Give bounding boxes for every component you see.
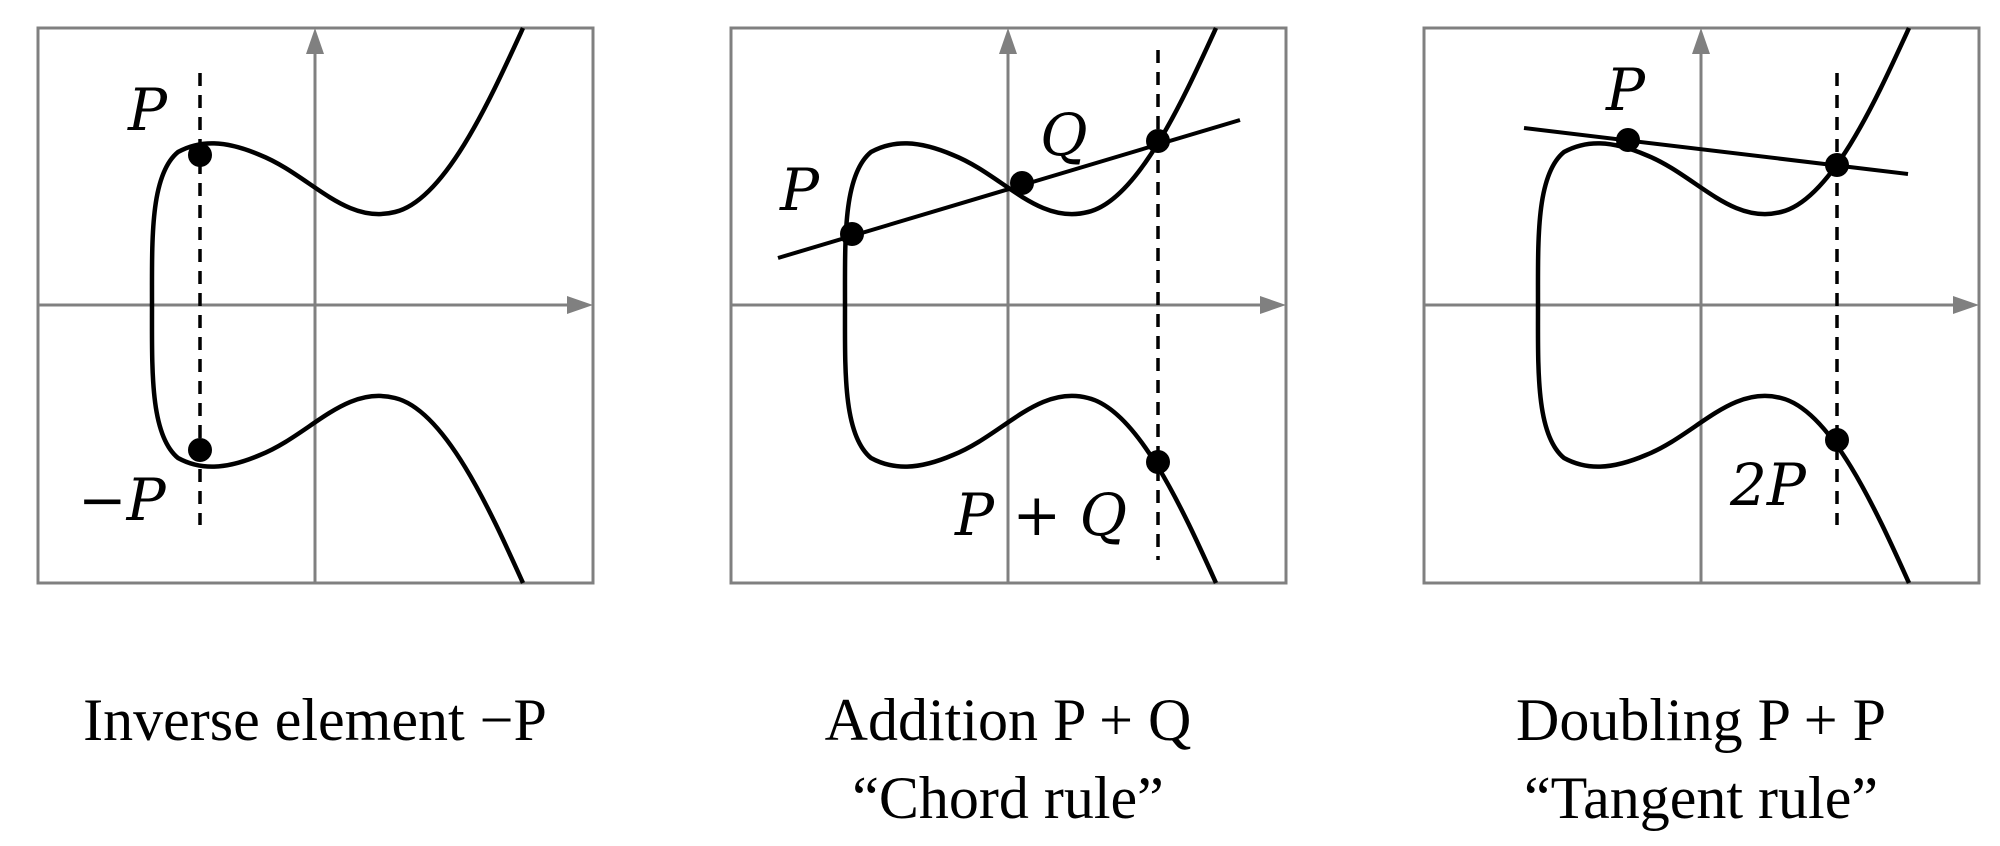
elliptic-curve — [149, 27, 526, 584]
point-neg-p — [188, 438, 212, 462]
label-p-plus-q: P + Q — [954, 481, 1127, 549]
panel-doubling: P 2P Doubling P + P “Tangent rule” — [1422, 26, 1981, 831]
caption-tangent-rule: “Tangent rule” — [1524, 765, 1878, 831]
label-p: P — [127, 76, 168, 144]
caption-addition: Addition P + Q — [825, 687, 1192, 753]
x-axis-arrow-icon — [567, 296, 593, 314]
label-p: P — [1605, 56, 1646, 124]
point-intersection — [1146, 129, 1170, 153]
label-p: P — [779, 156, 820, 224]
caption-chord-rule: “Chord rule” — [852, 765, 1164, 831]
label-neg-p: −P — [78, 466, 167, 534]
caption-doubling: Doubling P + P — [1516, 687, 1886, 753]
y-axis-arrow-icon — [1692, 28, 1710, 54]
point-intersection — [1825, 153, 1849, 177]
y-axis-arrow-icon — [306, 28, 324, 54]
x-axis-arrow-icon — [1953, 296, 1979, 314]
point-p — [188, 143, 212, 167]
x-axis-arrow-icon — [1260, 296, 1286, 314]
tangent-line — [1523, 126, 1909, 176]
point-2p — [1825, 428, 1849, 452]
point-q — [1010, 171, 1034, 195]
point-p — [1616, 128, 1640, 152]
elliptic-curve — [842, 27, 1219, 584]
elliptic-curve — [1535, 27, 1912, 584]
panel-inverse: P −P Inverse element −P — [36, 26, 595, 753]
point-p-plus-q — [1146, 450, 1170, 474]
caption-inverse: Inverse element −P — [83, 687, 547, 753]
y-axis-arrow-icon — [999, 28, 1017, 54]
label-2p: 2P — [1729, 451, 1807, 519]
point-p — [840, 222, 864, 246]
label-q: Q — [1040, 101, 1088, 169]
panel-addition: P Q P + Q Addition P + Q “Chord rule” — [729, 26, 1288, 831]
